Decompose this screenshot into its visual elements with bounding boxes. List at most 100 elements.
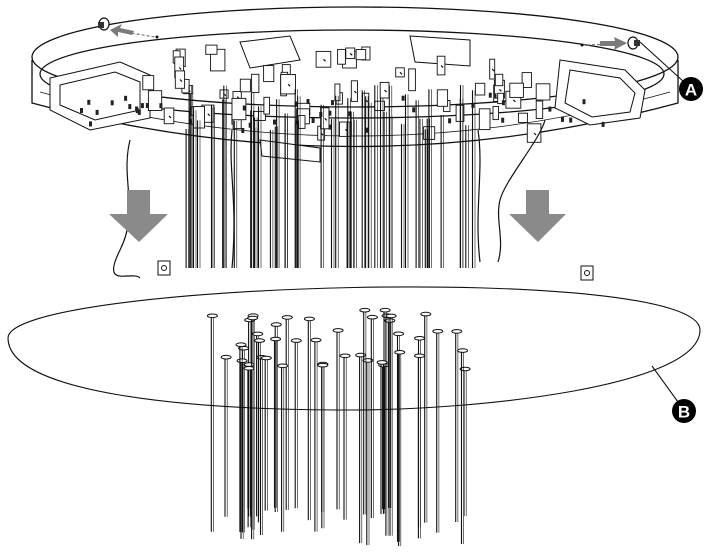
fitting-nut [561,116,564,122]
callout-a-badge [679,77,703,101]
lower-rod [332,328,344,510]
lower-rod [247,315,259,540]
callout-a-label: A [685,81,697,100]
fitting [436,89,449,107]
fitting-nut [145,103,149,108]
fitting [142,75,155,91]
lower-rod [420,311,432,523]
callout-b-label: B [678,403,690,422]
fitting [355,49,367,61]
fitting-nut [273,119,276,125]
lower-rods [206,307,471,547]
lower-rod [277,363,289,532]
fitting-nut [294,101,298,107]
fitting-nut [328,124,332,130]
lower-rod [379,307,391,514]
fitting-nut [89,121,92,127]
fitting-nut [137,109,141,115]
fitting-nut [448,118,452,124]
fitting-nut [135,108,139,114]
fitting [334,83,341,102]
fitting-nut [412,107,416,113]
fitting [231,97,247,121]
lower-rod [457,348,469,544]
fitting [251,73,260,94]
lower-rod [394,350,406,547]
down-arrow-left [109,190,168,242]
fitting-nut [311,118,315,123]
lower-rod [385,313,397,536]
fitting-nut [582,99,586,105]
fitting [263,65,275,83]
fitting [408,68,416,92]
fitting-nut [331,100,334,106]
fitting [535,100,544,119]
fitting-nut [569,117,573,123]
callout-b: B [651,365,696,423]
fitting-nut [501,117,505,123]
fitting [478,108,491,131]
fitting [297,115,306,129]
lower-rod [290,338,302,509]
fitting [147,90,163,111]
lower-rod [366,314,378,518]
lower-rod [414,353,425,539]
fitting [436,55,446,76]
flexible-hoses [113,119,546,279]
mounting-tab-right [580,265,594,281]
lower-rod [317,362,329,512]
fitting-nut [87,99,91,105]
fitting [205,44,218,55]
fitting-nut [493,93,497,99]
fitting [337,48,346,65]
fitting [492,105,499,121]
screw-right [580,36,640,50]
lower-rod [206,313,218,532]
fitting [163,107,175,125]
fitting-nut [601,121,605,127]
fitting [474,82,486,96]
callout-b-badge [672,399,696,423]
fitting-nut [501,100,505,106]
fitting [193,106,205,129]
lower-rod [432,329,444,533]
fitting-nut [95,109,99,115]
lower-rod [393,331,405,542]
fitting-nut [488,92,492,98]
fitting [497,92,505,105]
lower-rod [303,316,315,521]
lower-rod [310,337,322,532]
lower-rod [281,315,293,510]
fitting-nut [80,108,83,113]
lower-rod [235,342,247,532]
fitting-nut [365,127,369,133]
lower-rod [359,307,371,515]
fitting-nut [401,95,405,101]
fitting [263,96,270,115]
down-arrow-right [509,190,566,242]
downward-arrows [109,190,566,242]
fitting-nut [242,105,246,111]
callout-a: A [639,41,703,101]
lower-rod [220,354,232,517]
fitting-nut [548,106,552,112]
mounting-tab-left [157,260,171,276]
fitting-nut [110,100,114,106]
fitting [509,82,524,98]
lower-rod [376,360,388,515]
lower-rod [270,336,282,508]
fitting [517,112,528,123]
lower-rod [254,338,265,523]
fitting-nut [140,103,144,109]
fitting [494,73,504,87]
lower-plate [7,260,701,411]
lower-rod [270,322,282,512]
fitting [535,83,551,101]
lower-rod [260,355,272,511]
fitting-nut [159,103,163,109]
lower-rod [362,358,374,546]
lower-rod [451,329,463,522]
fitting-nut [348,111,352,117]
lower-rod [238,345,250,533]
